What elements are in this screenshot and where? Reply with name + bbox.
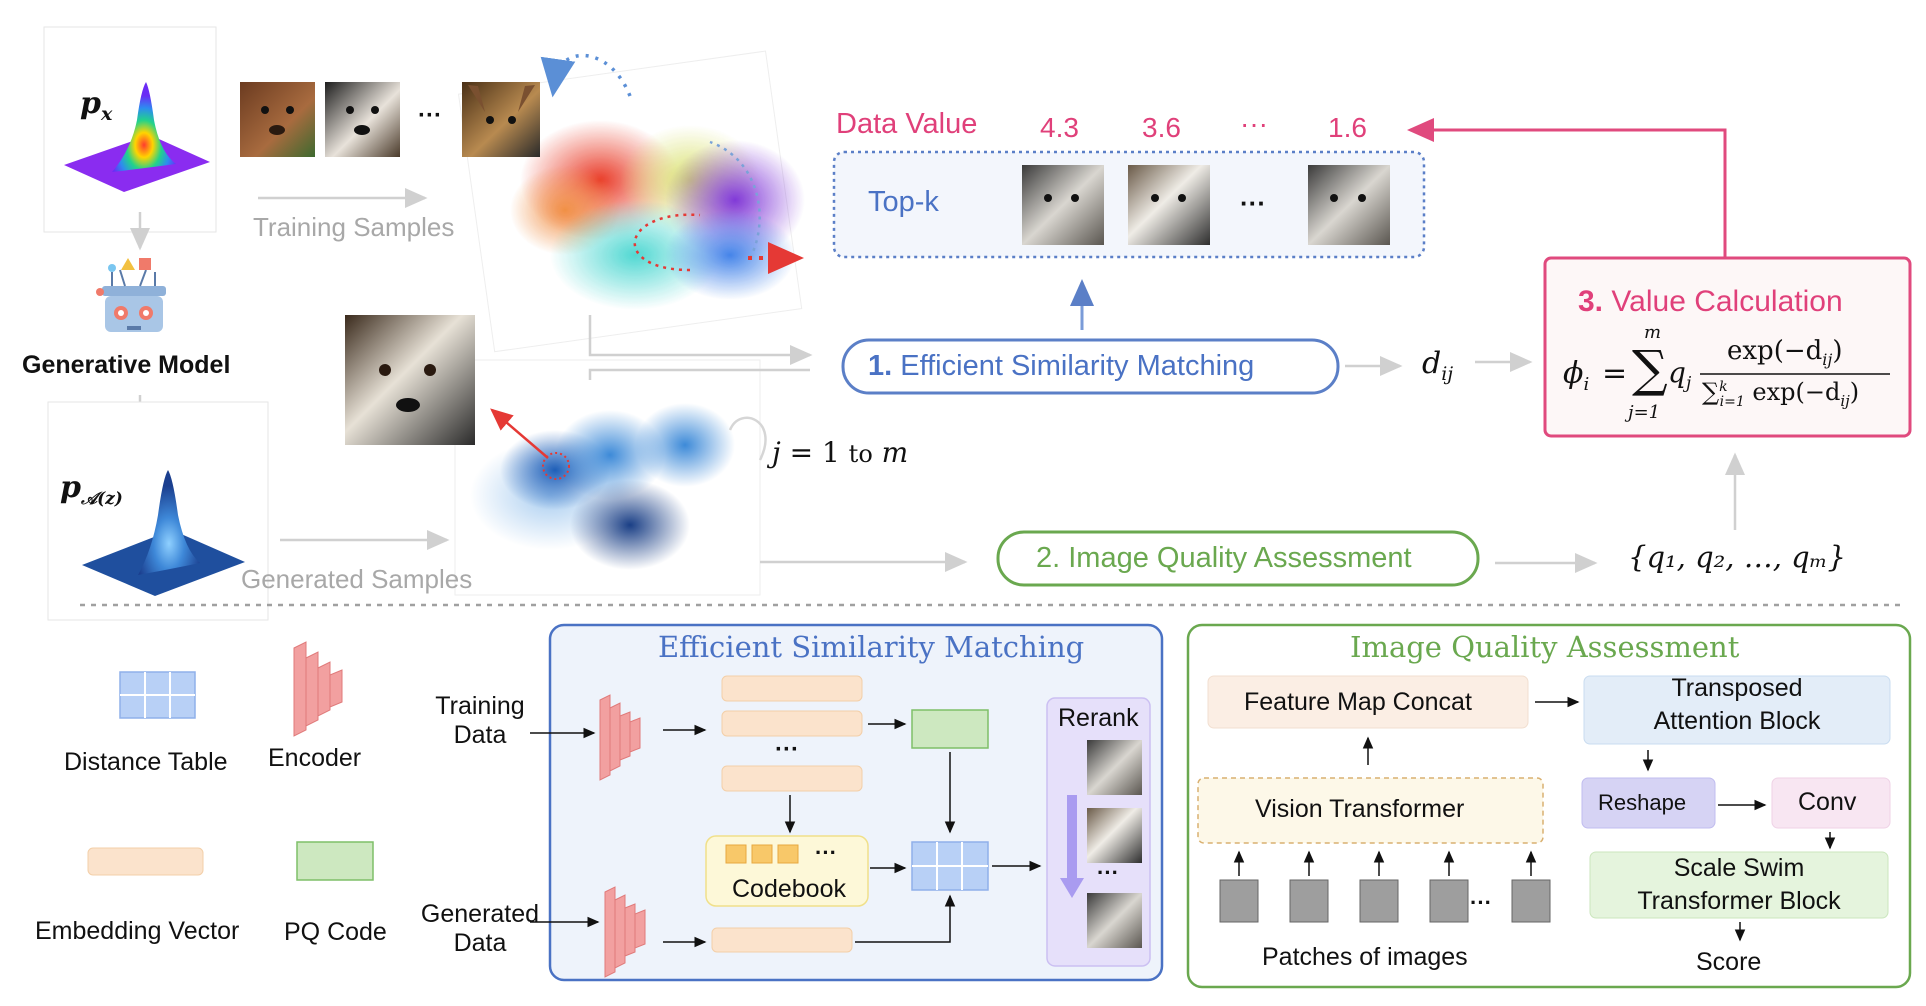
esm-pq-code xyxy=(911,709,989,749)
generated-dog-image xyxy=(345,315,475,445)
data-value-1: 4.3 xyxy=(1040,112,1079,143)
rerank-dog-image-1 xyxy=(1087,740,1142,795)
formula-sum-bottom: j=1 xyxy=(1628,402,1661,423)
legend-embedding-icon xyxy=(87,847,204,876)
esm-panel xyxy=(548,623,1164,982)
px-label: px xyxy=(80,86,113,125)
step3-box xyxy=(1543,256,1912,438)
data-value-3: 1.6 xyxy=(1328,112,1367,143)
q-set-label: {q₁, q₂, …, qₘ} xyxy=(1628,540,1846,574)
training-samples-ellipsis: ··· xyxy=(418,102,442,129)
formula-sum-sign: ∑ xyxy=(1632,340,1668,398)
conv-label: Conv xyxy=(1798,788,1857,816)
iqa-panel-title: Image Quality Assessment xyxy=(1350,630,1740,664)
training-dog-image-1 xyxy=(240,82,315,157)
patches-label: Patches of images xyxy=(1262,943,1468,971)
transposed-attention-box xyxy=(1583,675,1891,745)
loop-label: j = 1 to m xyxy=(772,436,909,469)
pa-label: p𝒜(z) xyxy=(60,470,123,509)
topk-label: Top-k xyxy=(868,186,939,218)
topk-ellipsis: ··· xyxy=(1240,188,1266,218)
codebook-label: Codebook xyxy=(732,875,846,903)
data-value-ellipsis: ··· xyxy=(1240,108,1268,139)
formula-denominator: ∑ki=1 exp(−dij) xyxy=(1702,378,1860,410)
generative-model-icon xyxy=(96,258,166,332)
vision-transformer-box xyxy=(1197,777,1544,844)
patches-of-images-icons xyxy=(1219,850,1551,923)
legend-pq-code-icon xyxy=(296,841,374,881)
generative-model-label: Generative Model xyxy=(22,351,231,379)
px-peak xyxy=(112,82,176,172)
scale-swim-box xyxy=(1589,851,1889,919)
esm-panel-title: Efficient Similarity Matching xyxy=(658,630,1085,664)
topk-dog-image-3 xyxy=(1308,165,1390,245)
rerank-ellipsis: ··· xyxy=(1097,860,1119,885)
generated-clusters xyxy=(470,403,735,570)
feature-map-concat-box xyxy=(1207,675,1529,729)
legend-encoder-label: Encoder xyxy=(268,744,362,772)
patches-ellipsis: ··· xyxy=(1470,890,1492,915)
legend-distance-table-label: Distance Table xyxy=(64,748,228,776)
legend-pq-code-label: PQ Code xyxy=(284,918,387,946)
px-panel xyxy=(43,26,217,233)
step2-label: 2. Image Quality Assessment xyxy=(1036,542,1412,574)
training-clusters xyxy=(510,120,805,310)
formula-sum-top: m xyxy=(1644,322,1662,343)
formula-equals: = xyxy=(1602,356,1628,391)
legend-encoder-icon xyxy=(293,641,343,737)
step1-box xyxy=(841,338,1340,395)
vision-transformer-label: Vision Transformer xyxy=(1255,795,1465,823)
feature-map-concat-label: Feature Map Concat xyxy=(1244,688,1472,716)
step3-label: 3. Value Calculation xyxy=(1578,285,1843,318)
rerank-dog-image-2 xyxy=(1087,808,1142,863)
score-label: Score xyxy=(1696,948,1762,976)
codebook-ellipsis: ··· xyxy=(815,840,837,865)
data-value-label: Data Value xyxy=(836,108,978,140)
esm-distance-table xyxy=(911,841,989,891)
reshape-box xyxy=(1581,777,1716,829)
topk-dog-image-2 xyxy=(1128,165,1210,245)
rerank-label: Rerank xyxy=(1058,704,1139,732)
formula-qj: qj xyxy=(1668,356,1692,394)
esm-embedding-ellipsis: ··· xyxy=(775,736,799,763)
pa-peak xyxy=(138,470,200,575)
esm-generated-encoder xyxy=(604,886,646,978)
topk-dog-image-1 xyxy=(1022,165,1104,245)
rerank-dog-image-3 xyxy=(1087,893,1142,948)
dij-label: dij xyxy=(1422,346,1454,385)
conv-box xyxy=(1771,777,1891,829)
training-dog-image-3 xyxy=(462,82,540,157)
legend-distance-table-icon xyxy=(119,671,196,719)
legend-embedding-label: Embedding Vector xyxy=(35,917,240,945)
training-dog-image-2 xyxy=(325,82,400,157)
formula-phi: ϕi xyxy=(1563,356,1590,395)
generated-samples-label: Generated Samples xyxy=(241,564,473,594)
data-value-2: 3.6 xyxy=(1142,112,1181,143)
reshape-label: Reshape xyxy=(1598,790,1687,815)
training-samples-label: Training Samples xyxy=(253,212,455,242)
formula-numerator: exp(−dij) xyxy=(1727,336,1843,370)
esm-training-encoder xyxy=(599,694,641,781)
step1-label: 1. Efficient Similarity Matching xyxy=(868,350,1255,382)
step2-box xyxy=(996,530,1480,587)
blue-dotted-loop xyxy=(540,53,632,98)
